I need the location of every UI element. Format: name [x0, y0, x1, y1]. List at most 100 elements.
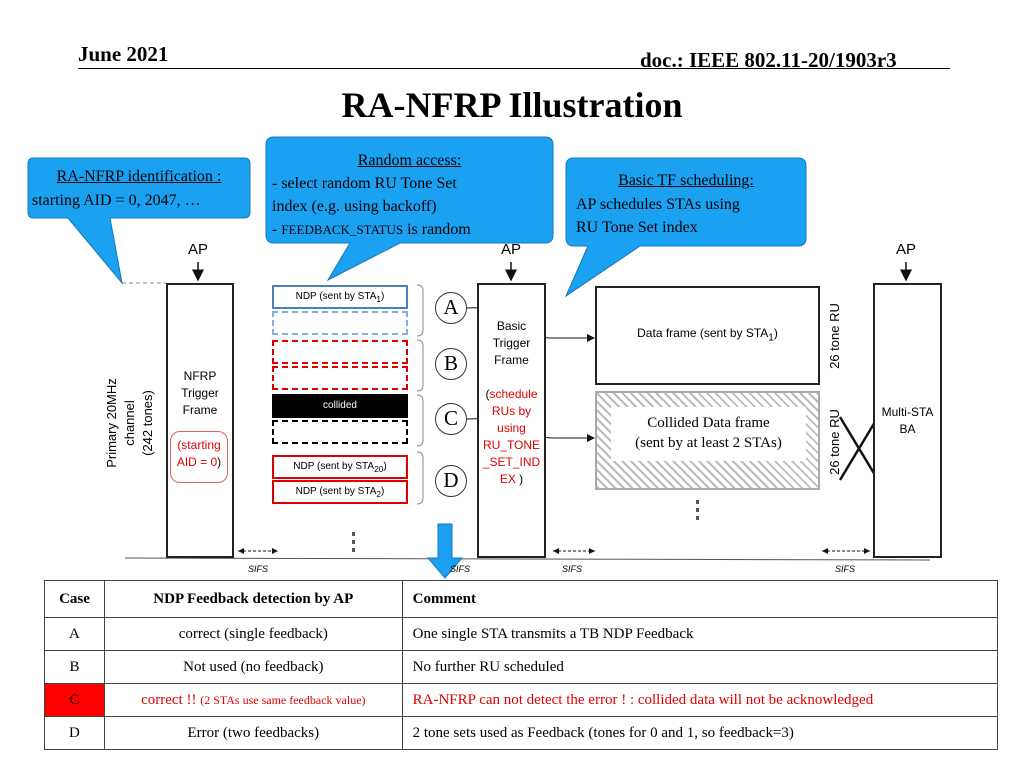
schedule-red4: RU_TONE [482, 438, 541, 452]
feedback-status-term: FEEDBACK_STATUS [281, 222, 404, 237]
callout-basic-tf-heading: Basic TF scheduling: [618, 172, 754, 189]
callout-random-access-heading: Random access: [357, 152, 462, 169]
ndp-sta1-empty [272, 311, 408, 335]
starting-aid-red2: AID = 0 [176, 455, 218, 469]
basic-trigger-frame-label: Basic Trigger Frame [477, 318, 546, 369]
ndp-collided-empty [272, 420, 408, 444]
callout-identification: RA-NFRP identification : [28, 166, 250, 188]
feedback-table: Case NDP Feedback detection by AP Commen… [44, 580, 999, 750]
detection-small: (2 STAs use same feedback value) [200, 692, 366, 707]
callout-random-access-line3: - FEEDBACK_STATUS is random [272, 219, 471, 241]
data-frame-sta1: Data frame (sent by STA1) [595, 286, 820, 385]
table-header-detection: NDP Feedback detection by AP [103, 580, 403, 618]
ap-label-1: AP [188, 241, 209, 258]
table-header-case: Case [44, 580, 105, 618]
nfrp-line2: Trigger [181, 386, 219, 400]
callout-basic-tf-shape [564, 157, 807, 298]
case-cell-highlight: C [44, 683, 105, 717]
table-row: A correct (single feedback) One single S… [44, 617, 999, 651]
comment-cell: One single STA transmits a TB NDP Feedba… [401, 617, 999, 651]
callout-identification-line2: starting AID = 0, 2047, … [32, 192, 201, 209]
ndp-sta1-close: ) [381, 291, 385, 302]
data-frame-sub: 1 [768, 332, 774, 344]
case-circle-d: D [435, 465, 467, 497]
data-frame-label: Data frame (sent by STA1) [637, 325, 778, 346]
line3-suffix: is random [403, 221, 471, 238]
channel-label-line2: channel [122, 400, 137, 446]
schedule-open: ( [485, 387, 490, 401]
multi-sta-line2: BA [899, 422, 916, 436]
callout-identification-line1: RA-NFRP identification : [56, 168, 222, 185]
sifs-label-3: SIFS [562, 564, 583, 574]
table-row: D Error (two feedbacks) 2 tone sets used… [44, 716, 999, 750]
table-header-comment: Comment [401, 580, 999, 618]
table-row: C correct !! (2 STAs use same feedback v… [44, 683, 999, 717]
ndp-sta1: NDP (sent by STA1) [272, 285, 408, 309]
starting-aid-badge: (starting AID = 0) [170, 431, 228, 483]
channel-label-line1: Primary 20MHz [104, 378, 119, 468]
ndp-sta20-sub: 20 [374, 464, 384, 474]
ndp-collided: collided [272, 394, 408, 418]
detection-cell: correct !! (2 STAs use same feedback val… [103, 683, 403, 717]
sifs-label-4: SIFS [835, 564, 856, 574]
line3-prefix: - [272, 221, 282, 238]
ndp-sta2-text: NDP (sent by STA [295, 486, 377, 497]
starting-aid-close: ) [217, 455, 222, 469]
sifs-label-1: SIFS [248, 564, 269, 574]
nfrp-trigger-frame [166, 283, 234, 558]
callout-random-access-line2: index (e.g. using backoff) [272, 198, 437, 215]
basic-line1: Basic [496, 319, 527, 333]
comment-cell: 2 tone sets used as Feedback (tones for … [401, 716, 999, 750]
ap-label-2: AP [501, 241, 522, 258]
detection-cell: correct (single feedback) [103, 617, 403, 651]
collided-line2: (sent by at least 2 STAs) [635, 435, 782, 451]
starting-aid-red1: (starting [177, 438, 221, 452]
case-cell: A [44, 617, 105, 651]
ndp-sta2: NDP (sent by STA2) [272, 480, 408, 504]
schedule-red3: using [497, 421, 526, 435]
schedule-close: ) [515, 472, 524, 486]
case-cell: B [44, 650, 105, 684]
callout-basic-tf-line2: RU Tone Set index [576, 219, 698, 236]
ndp-sta20-close: ) [383, 461, 387, 472]
header-divider [78, 68, 950, 69]
table-row: B Not used (no feedback) No further RU s… [44, 650, 999, 684]
ndp-unused-2 [272, 366, 408, 390]
schedule-red5: _SET_IND [482, 455, 541, 469]
sifs-label-2: SIFS [450, 564, 471, 574]
channel-label-line3: (242 tones) [140, 390, 155, 456]
nfrp-trigger-frame-label: NFRP Trigger Frame [166, 368, 234, 419]
basic-trigger-frame [477, 283, 546, 558]
schedule-red2: RUs by [491, 404, 532, 418]
ndp-sta1-sub: 1 [376, 294, 382, 304]
ndp-unused-1 [272, 340, 408, 364]
basic-line3: Frame [494, 353, 529, 367]
detection-cell: Error (two feedbacks) [103, 716, 403, 750]
ndp-sta20-text: NDP (sent by STA [293, 461, 375, 472]
header-date: June 2021 [78, 42, 169, 66]
page-title: RA-NFRP Illustration [341, 85, 683, 125]
data-frame-text: Data frame (sent by STA [637, 325, 769, 340]
data-frame-close: ) [773, 325, 778, 340]
callout-identification-shape [27, 157, 251, 285]
ndp-sta20: NDP (sent by STA20) [272, 455, 408, 479]
channel-label: Primary 20MHz channel (242 tones) [103, 343, 157, 503]
nfrp-line3: Frame [182, 403, 218, 417]
case-circle-a: A [435, 292, 467, 324]
detection-main: correct !! [141, 691, 201, 708]
case-circle-c: C [435, 403, 467, 435]
nfrp-line1: NFRP [183, 369, 217, 383]
schedule-red6: EX [499, 472, 516, 486]
collided-line1: Collided Data frame [647, 415, 770, 431]
basic-trigger-schedule: (schedule RUs by using RU_TONE _SET_IND … [477, 386, 546, 488]
callout-basic-tf-line1: AP schedules STAs using [576, 196, 740, 213]
comment-cell: No further RU scheduled [401, 650, 999, 684]
tone-ru-label-2: 26 tone RU [827, 409, 842, 475]
callout-random-access-shape [265, 136, 554, 282]
comment-cell: RA-NFRP can not detect the error ! : col… [401, 683, 999, 717]
multi-sta-ba-label: Multi-STA BA [873, 404, 942, 438]
detection-cell: Not used (no feedback) [103, 650, 403, 684]
table-header-row: Case NDP Feedback detection by AP Commen… [44, 580, 999, 618]
multi-sta-ba [873, 283, 942, 558]
